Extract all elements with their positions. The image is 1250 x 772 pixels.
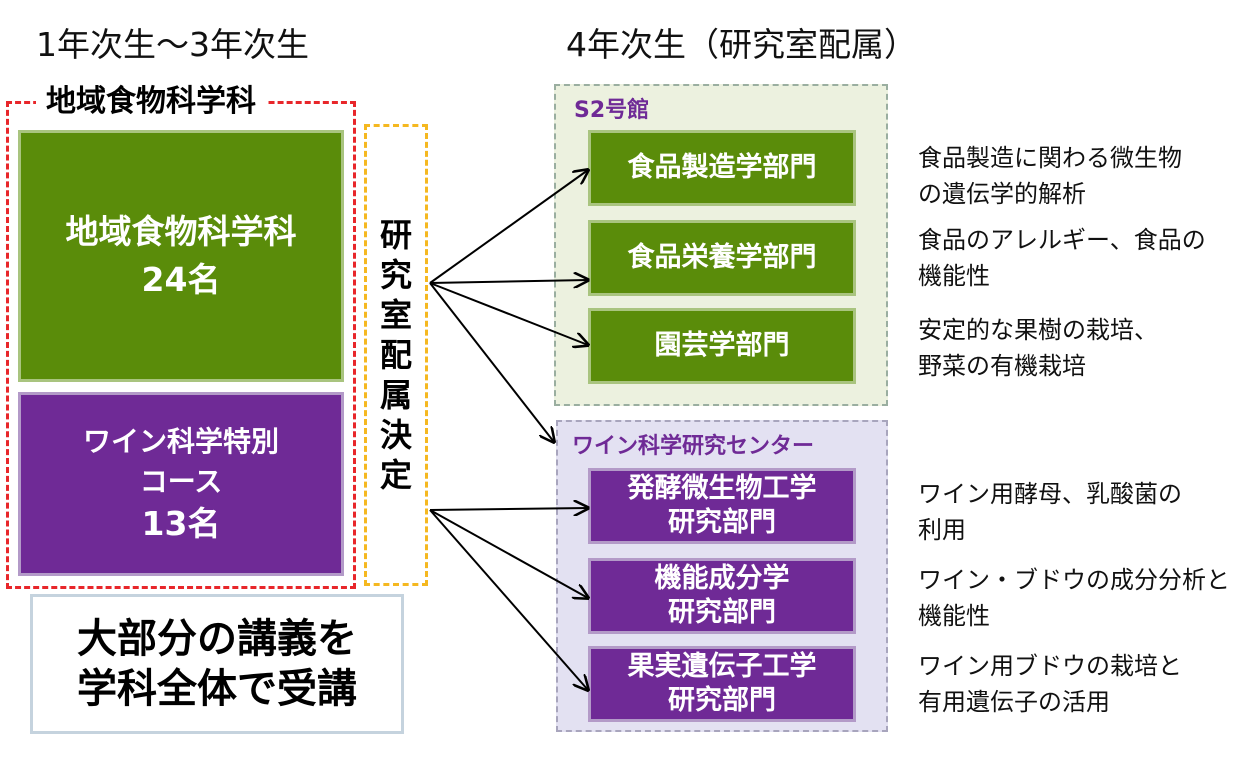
desc-food-manufacturing: 食品製造に関わる微生物 の遺伝学的解析	[918, 140, 1182, 212]
heading-year-4: 4年次生（研究室配属）	[566, 25, 917, 64]
main-course-count: 24名	[141, 260, 221, 299]
arrow-to-wine-center	[429, 282, 554, 442]
unit-food-nutrition: 食品栄養学部門	[588, 220, 856, 296]
wine-course-box: ワイン科学特別 コース 13名	[18, 392, 344, 576]
desc-functional-components: ワイン・ブドウの成分分析と 機能性	[918, 562, 1230, 634]
desc-line-2: 野菜の有機栽培	[918, 352, 1086, 380]
desc-line-1: ワイン用ブドウの栽培と	[918, 652, 1182, 680]
lecture-note-line-2: 学科全体で受講	[77, 666, 357, 712]
lab-char-0: 研	[379, 216, 412, 254]
lecture-note-line-1: 大部分の講義を	[77, 616, 357, 662]
wine-course-label-2: コース	[139, 465, 223, 498]
unit-fruit-gene-engineering: 果実遺伝子工学 研究部門	[588, 646, 856, 722]
wine-course-label-1: ワイン科学特別	[82, 425, 279, 458]
lecture-note-box: 大部分の講義を 学科全体で受講	[30, 594, 404, 734]
arrow-to-food-nutrition	[429, 280, 588, 283]
desc-line-1: 安定的な果樹の栽培、	[918, 316, 1158, 344]
group-wine-label: ワイン科学研究センター	[572, 434, 815, 459]
wine-course-count: 13名	[141, 504, 221, 543]
unit-fermentation-microbiology: 発酵微生物工学 研究部門	[588, 468, 856, 544]
unit-name-line-1: 果実遺伝子工学	[627, 651, 817, 682]
arrow-to-food-manufacturing	[429, 170, 588, 284]
desc-line-2: 機能性	[918, 602, 990, 630]
unit-name: 食品栄養学部門	[627, 242, 817, 273]
lab-char-5: 決	[379, 416, 412, 454]
group-s2-label: S2号館	[574, 98, 650, 123]
arrow-to-horticulture	[429, 282, 588, 345]
desc-line-2: 機能性	[918, 262, 990, 290]
main-course-box: 地域食物科学科 24名	[18, 130, 344, 382]
desc-line-2: 利用	[918, 516, 966, 544]
lab-char-4: 属	[379, 376, 412, 414]
desc-line-2: 有用遺伝子の活用	[918, 688, 1110, 716]
desc-line-1: ワイン用酵母、乳酸菌の	[918, 480, 1182, 508]
desc-horticulture: 安定的な果樹の栽培、 野菜の有機栽培	[918, 312, 1158, 384]
arrow-to-fermentation	[429, 508, 588, 510]
unit-name-line-2: 研究部門	[668, 597, 776, 628]
unit-name-line-1: 発酵微生物工学	[627, 473, 817, 504]
arrow-to-functional-components	[429, 509, 588, 598]
desc-line-2: の遺伝学的解析	[918, 180, 1086, 208]
lab-char-1: 究	[379, 256, 412, 294]
arrow-to-fruit-gene	[429, 509, 588, 690]
desc-line-1: 食品のアレルギー、食品の	[918, 226, 1206, 254]
desc-line-1: ワイン・ブドウの成分分析と	[918, 566, 1230, 594]
desc-fermentation-microbiology: ワイン用酵母、乳酸菌の 利用	[918, 476, 1182, 548]
unit-name-line-2: 研究部門	[668, 685, 776, 716]
unit-name-line-2: 研究部門	[668, 507, 776, 538]
unit-food-manufacturing: 食品製造学部門	[588, 130, 856, 206]
unit-name: 園芸学部門	[654, 330, 790, 361]
desc-food-nutrition: 食品のアレルギー、食品の 機能性	[918, 222, 1206, 294]
heading-years-1-3: 1年次生～3年次生	[36, 25, 309, 64]
desc-fruit-gene-engineering: ワイン用ブドウの栽培と 有用遺伝子の活用	[918, 648, 1182, 720]
main-course-label: 地域食物科学科	[65, 212, 297, 251]
unit-functional-components: 機能成分学 研究部門	[588, 558, 856, 634]
lab-char-6: 定	[379, 456, 412, 494]
desc-line-1: 食品製造に関わる微生物	[918, 144, 1182, 172]
lab-char-2: 室	[379, 296, 412, 334]
unit-name: 食品製造学部門	[627, 152, 817, 183]
lab-char-3: 配	[379, 336, 412, 374]
lab-assignment-label: 研 究 室 配 属 決 定	[364, 124, 428, 586]
unit-name-line-1: 機能成分学	[654, 563, 790, 594]
unit-horticulture: 園芸学部門	[588, 308, 856, 384]
department-title: 地域食物科学科	[36, 82, 266, 122]
